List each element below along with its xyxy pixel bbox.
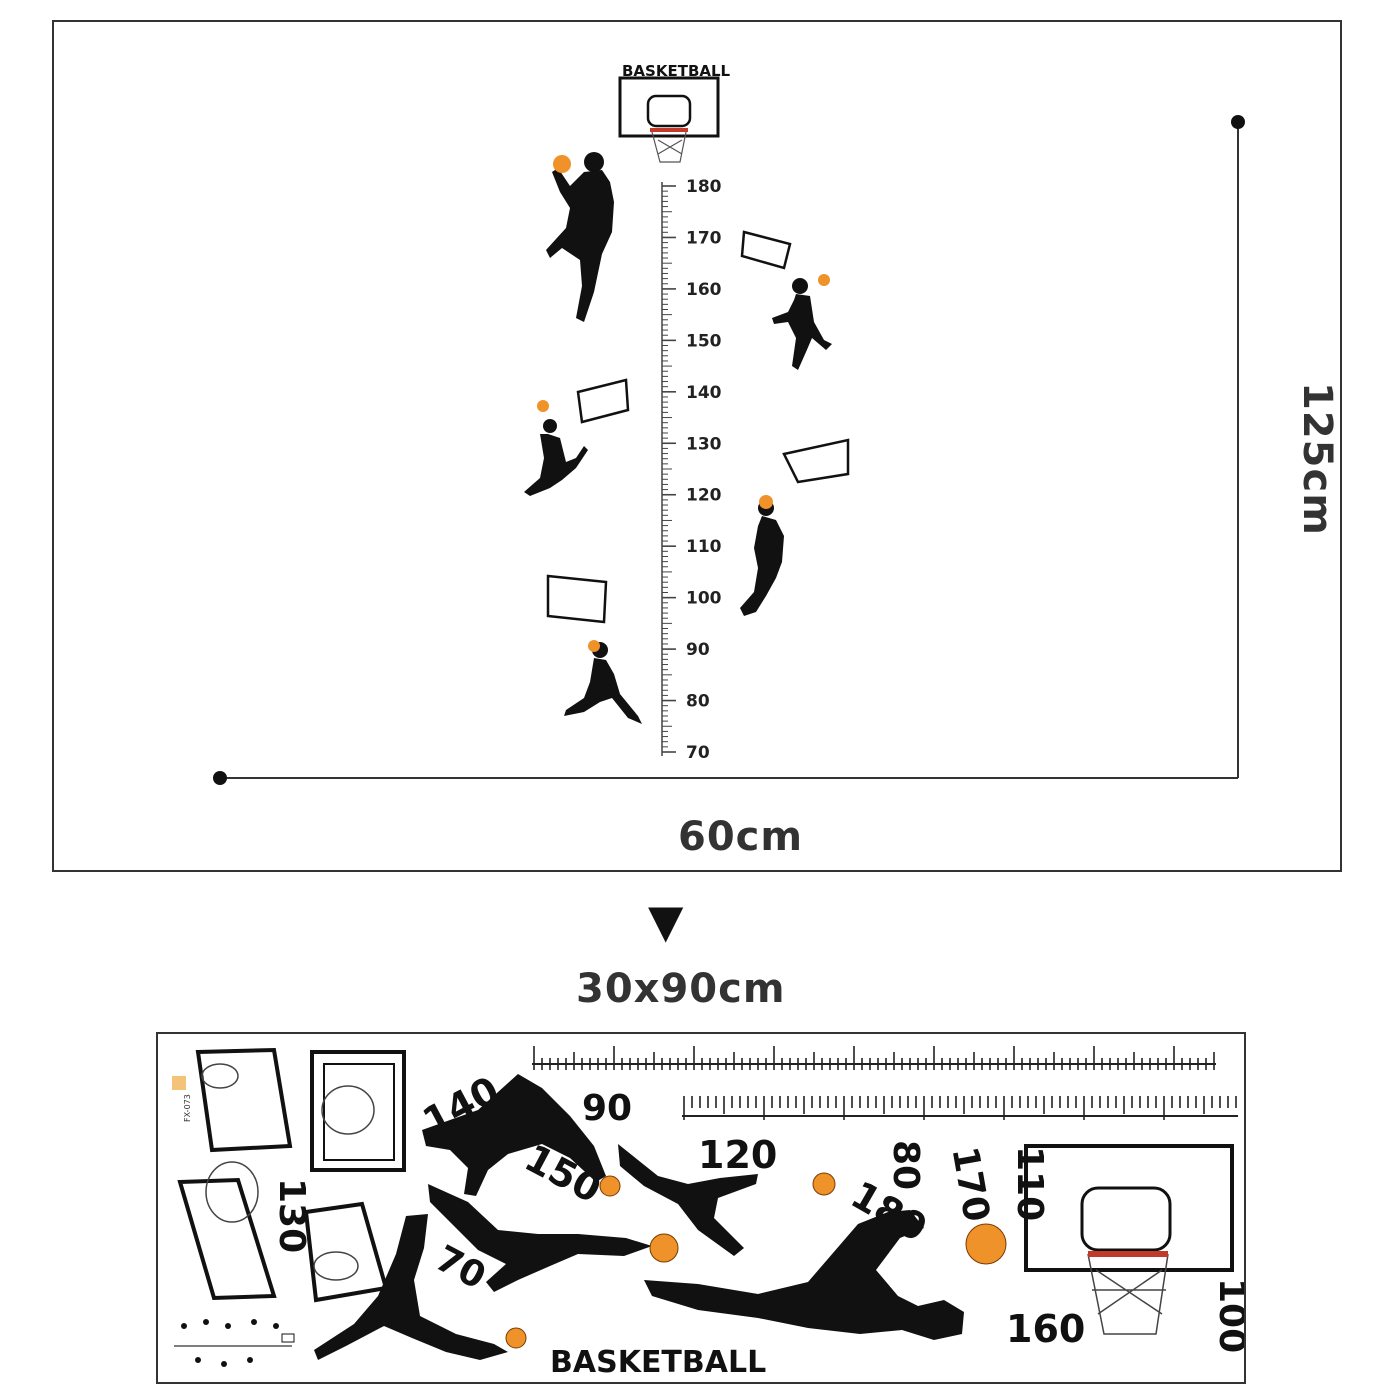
sheet-brand-label: BASKETBALL <box>550 1345 766 1380</box>
sheet-number-120: 120 <box>698 1133 777 1177</box>
ruler-label-120: 120 <box>686 486 722 506</box>
ruler-label-160: 160 <box>686 280 722 300</box>
sku-label: FX-073 <box>183 1094 192 1122</box>
height-ruler: 180 170 160 150 140 130 120 110 100 90 80 70 <box>661 177 722 763</box>
sheet-number-90: 90 <box>582 1088 632 1129</box>
sticker-sheet-panel: 140 90 120 80 170 110 150 180 130 70 160… <box>156 1032 1246 1384</box>
sheet-backboards <box>177 1047 1234 1303</box>
height-dimension-dot <box>1231 115 1245 129</box>
sheet-number-160: 160 <box>1006 1307 1085 1351</box>
ruler-label-140: 140 <box>686 383 722 403</box>
net <box>651 131 687 163</box>
sheet-basketball-icons <box>505 1172 1007 1349</box>
sheet-ruler-bottom <box>682 1096 1238 1120</box>
sheet-number-170: 170 <box>943 1144 996 1225</box>
product-preview-panel: BASKETBALL 180 170 160 150 140 130 120 110 100 90… <box>52 20 1342 872</box>
ruler-label-130: 130 <box>686 434 722 454</box>
sheet-ruler-top <box>532 1046 1216 1070</box>
sheet-nets <box>201 1063 1169 1335</box>
ruler-label-80: 80 <box>686 692 710 712</box>
arrow-down-icon: ▼ <box>648 894 684 948</box>
wall-sticker-illustration: BASKETBALL 180 170 160 150 140 130 120 110 100 90… <box>213 62 1245 785</box>
sheet-number-100: 100 <box>1211 1278 1246 1353</box>
ruler-label-150: 150 <box>686 331 722 351</box>
sticker-sheet-illustration: 140 90 120 80 170 110 150 180 130 70 160… <box>172 1046 1246 1380</box>
ruler-label-110: 110 <box>686 537 722 557</box>
sheet-number-80: 80 <box>885 1140 926 1190</box>
ruler-label-90: 90 <box>686 640 710 660</box>
player-silhouettes <box>524 152 832 724</box>
ruler-label-170: 170 <box>686 228 722 248</box>
sheet-number-130: 130 <box>271 1178 312 1253</box>
sheet-number-110: 110 <box>1009 1146 1050 1221</box>
main-backboard <box>618 76 720 138</box>
ruler-label-180: 180 <box>686 177 722 197</box>
height-dimension-label: 125cm <box>1294 382 1340 536</box>
sku-badge-icon <box>172 1076 186 1090</box>
backboard-label: BASKETBALL <box>622 62 731 80</box>
width-dimension-label: 60cm <box>678 814 804 860</box>
mini-preview-thumbnail <box>174 1319 295 1367</box>
width-dimension-dot <box>213 771 227 785</box>
small-hoops <box>546 230 850 624</box>
ruler-label-70: 70 <box>686 743 710 763</box>
basketball-icons <box>537 155 830 652</box>
sheet-player-silhouettes <box>314 1074 964 1360</box>
ruler-label-100: 100 <box>686 589 722 609</box>
sheet-size-label: 30x90cm <box>576 966 786 1012</box>
